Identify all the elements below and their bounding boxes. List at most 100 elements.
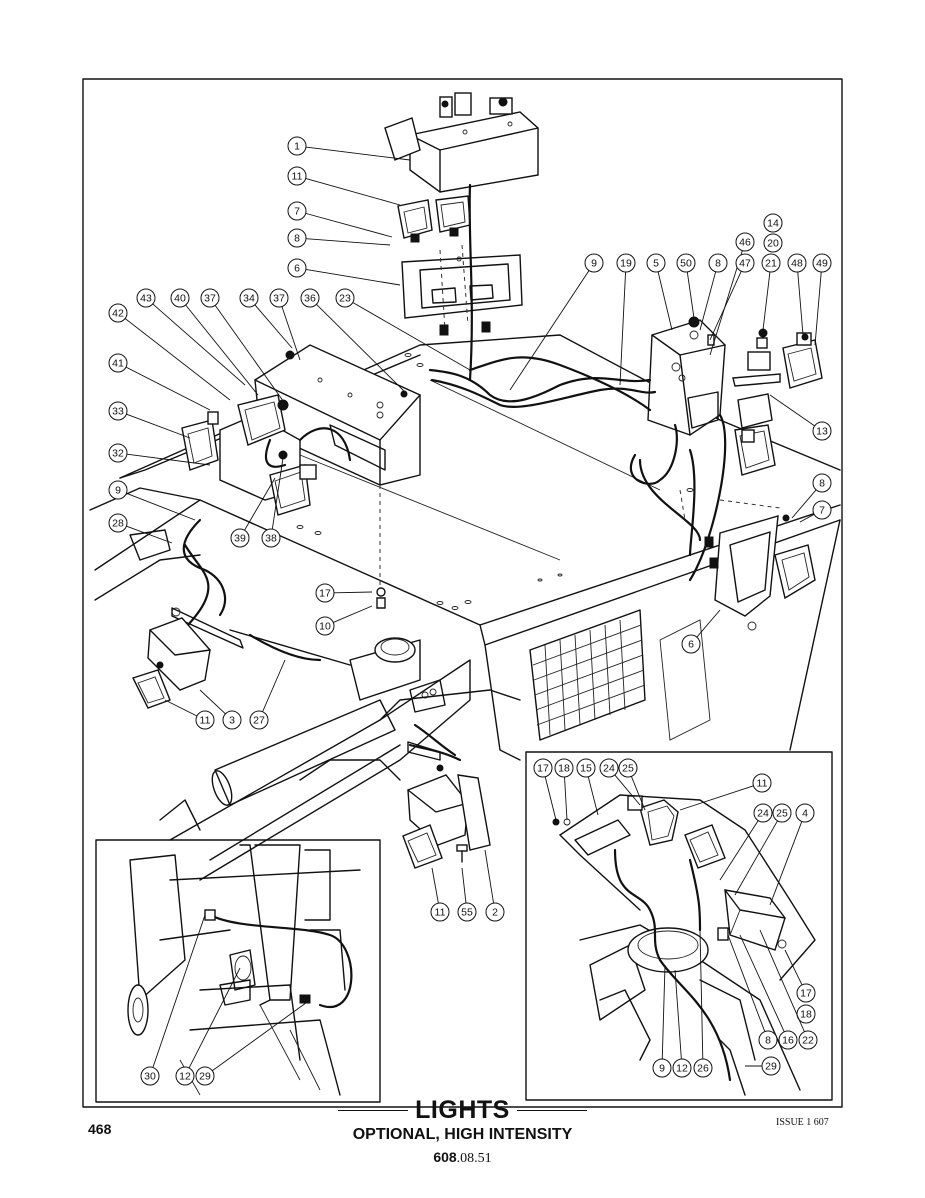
callout-11: 11 — [164, 699, 215, 730]
callout-leader — [188, 967, 241, 1069]
callout-11: 11 — [679, 773, 772, 811]
callout-number: 9 — [115, 485, 121, 497]
callout-leader — [126, 413, 191, 439]
callout-12: 12 — [672, 969, 692, 1078]
callout-number: 12 — [676, 1063, 688, 1075]
callout-number: 55 — [461, 907, 473, 919]
callout-circle — [576, 758, 596, 778]
callout-number: 8 — [765, 1035, 771, 1047]
callout-34: 34 — [239, 288, 293, 349]
callout-number: 25 — [622, 763, 634, 775]
callout-circle — [708, 253, 728, 273]
callout-circle — [584, 253, 604, 273]
callout-number: 38 — [265, 533, 277, 545]
callout-number: 9 — [659, 1063, 665, 1075]
callout-26: 26 — [693, 929, 713, 1078]
callout-number: 32 — [112, 448, 124, 460]
document-code-bold: 608 — [433, 1149, 457, 1165]
title-rule-right — [517, 1110, 587, 1111]
callout-circle — [300, 288, 320, 308]
callout-circle — [108, 353, 128, 373]
callout-number: 11 — [200, 715, 211, 727]
callout-6: 6 — [287, 258, 401, 286]
callout-13: 13 — [769, 394, 832, 441]
callout-leader — [352, 302, 471, 371]
callout-leader — [262, 659, 286, 712]
callout-22: 22 — [759, 929, 818, 1050]
callout-number: 2 — [492, 907, 498, 919]
callout-number: 47 — [739, 258, 751, 270]
callout-leader — [126, 453, 211, 466]
callout-circle — [735, 232, 755, 252]
callout-circle — [457, 902, 477, 922]
callout-circle — [646, 253, 666, 273]
callout-number: 6 — [294, 263, 300, 275]
callout-circle — [812, 253, 832, 273]
callout-23: 23 — [335, 288, 471, 371]
callout-number: 19 — [620, 258, 632, 270]
callout-leader — [734, 820, 778, 896]
callout-number: 20 — [767, 238, 779, 250]
callout-number: 40 — [174, 293, 186, 305]
callout-20: 20 — [763, 233, 783, 253]
callout-2: 2 — [484, 849, 505, 922]
callout-leader — [281, 306, 301, 361]
callout-leader — [333, 605, 373, 623]
callout-leader — [699, 271, 717, 331]
callout-39: 39 — [230, 477, 276, 548]
callout-leader — [799, 513, 815, 523]
cab-side-grille — [484, 519, 841, 761]
callout-leader — [686, 271, 695, 319]
callout-leader — [797, 271, 804, 336]
callout-11: 11 — [287, 166, 401, 206]
callout-number: 6 — [688, 639, 694, 651]
callout-number: 1 — [294, 141, 300, 153]
callout-circle — [763, 213, 783, 233]
callout-leader — [739, 934, 785, 1033]
callout-leader — [185, 304, 259, 396]
callout-leader — [791, 489, 817, 519]
callout-circle — [693, 1058, 713, 1078]
callout-leader — [719, 820, 759, 881]
callout-number: 23 — [339, 293, 351, 305]
callout-circle — [787, 253, 807, 273]
callout-25: 25 — [734, 803, 792, 896]
callout-leader — [696, 609, 721, 638]
callout-33: 33 — [108, 401, 191, 439]
callout-6: 6 — [681, 609, 721, 654]
callout-number: 16 — [782, 1035, 794, 1047]
top-light-housing — [384, 92, 539, 193]
loader-boom-arm — [89, 487, 521, 881]
callout-circle — [753, 803, 773, 823]
callout-circle — [140, 1066, 160, 1086]
callout-leader — [461, 867, 467, 904]
callout-circle — [763, 233, 783, 253]
callout-circle — [287, 201, 307, 221]
lamp-pair — [397, 195, 471, 243]
callout-leader — [544, 776, 557, 821]
callout-leader — [305, 269, 401, 286]
callout-12: 12 — [175, 967, 241, 1086]
callout-43: 43 — [136, 288, 246, 386]
page-number: 468 — [88, 1121, 112, 1137]
callout-number: 29 — [765, 1061, 777, 1073]
callout-circle — [812, 421, 832, 441]
callout-number: 24 — [603, 763, 615, 775]
callout-circle — [812, 473, 832, 493]
callout-8: 8 — [699, 253, 728, 331]
callout-circle — [616, 253, 636, 273]
callout-55: 55 — [457, 867, 477, 922]
callout-circle — [287, 228, 307, 248]
lamp-top-right — [732, 328, 823, 476]
callout-circle — [108, 303, 128, 323]
callout-number: 4 — [802, 808, 808, 820]
callout-number: 18 — [558, 763, 570, 775]
callout-number: 11 — [435, 907, 446, 919]
callout-circle — [170, 288, 190, 308]
callout-8: 8 — [791, 473, 832, 519]
callout-leader — [759, 929, 805, 1032]
callout-48: 48 — [787, 253, 807, 336]
